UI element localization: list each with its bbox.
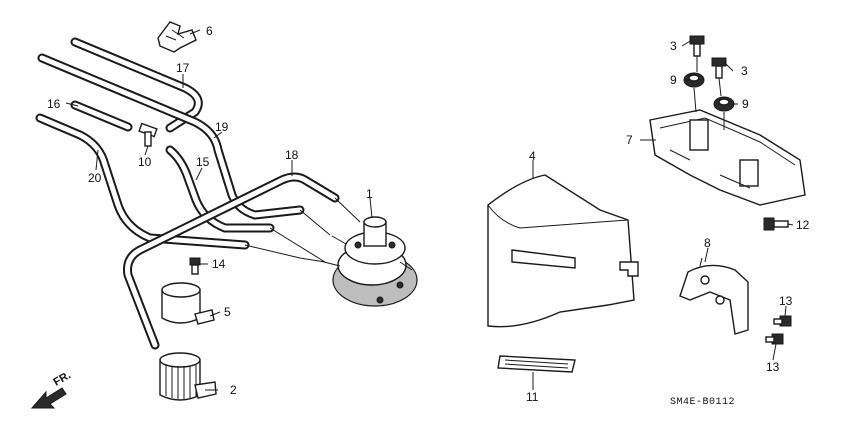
bracket-8 (679, 257, 749, 335)
bolt-3-left (689, 35, 705, 57)
air-filter-2 (159, 352, 217, 401)
callout-11: 11 (526, 390, 539, 404)
front-direction-label: FR. (52, 369, 73, 388)
callout-8: 8 (704, 236, 711, 250)
callout-20: 20 (88, 171, 102, 185)
tee-joint-10 (138, 122, 158, 147)
callout-1: 1 (366, 187, 373, 201)
callout-7: 7 (626, 133, 633, 147)
hose-19 (37, 53, 305, 220)
cover-4 (487, 174, 639, 328)
grommet-9-left (683, 72, 705, 88)
callout-19: 19 (215, 120, 229, 134)
bolt-13-lower (765, 333, 784, 345)
callout-3: 3 (670, 39, 677, 53)
hose-clip-6 (157, 21, 197, 53)
bolt-3-right (711, 57, 727, 79)
callout-3: 3 (741, 64, 748, 78)
callout-6: 6 (206, 24, 213, 38)
bolt-12 (763, 217, 789, 231)
callout-18: 18 (285, 148, 299, 162)
callout-16: 16 (47, 97, 61, 111)
callout-9: 9 (742, 97, 749, 111)
callout-12: 12 (796, 218, 810, 232)
callout-4: 4 (529, 149, 536, 163)
hose-18 (123, 172, 340, 350)
trim-strip-11 (497, 355, 576, 373)
hose-16 (70, 100, 133, 132)
grommet-9-right (713, 96, 735, 112)
callout-17: 17 (176, 61, 190, 75)
callout-9: 9 (670, 73, 677, 87)
hose-20 (35, 113, 250, 250)
callout-leaders (65, 29, 794, 391)
bolt-14 (189, 257, 201, 275)
callout-2: 2 (230, 383, 237, 397)
bolt-13-upper (773, 315, 792, 327)
callout-13: 13 (779, 294, 793, 308)
diagram-code: SM4E-B0112 (670, 397, 735, 408)
callout-14: 14 (212, 257, 226, 271)
hose-17 (70, 37, 203, 133)
filter-cup-5 (161, 282, 215, 325)
control-valve-1 (323, 216, 418, 307)
callout-15: 15 (196, 155, 210, 169)
front-direction-arrow-icon (30, 387, 67, 409)
hose-15 (165, 145, 275, 233)
callout-5: 5 (224, 305, 231, 319)
bracket-7 (649, 109, 806, 206)
callout-10: 10 (138, 155, 152, 169)
callout-13: 13 (766, 360, 780, 374)
